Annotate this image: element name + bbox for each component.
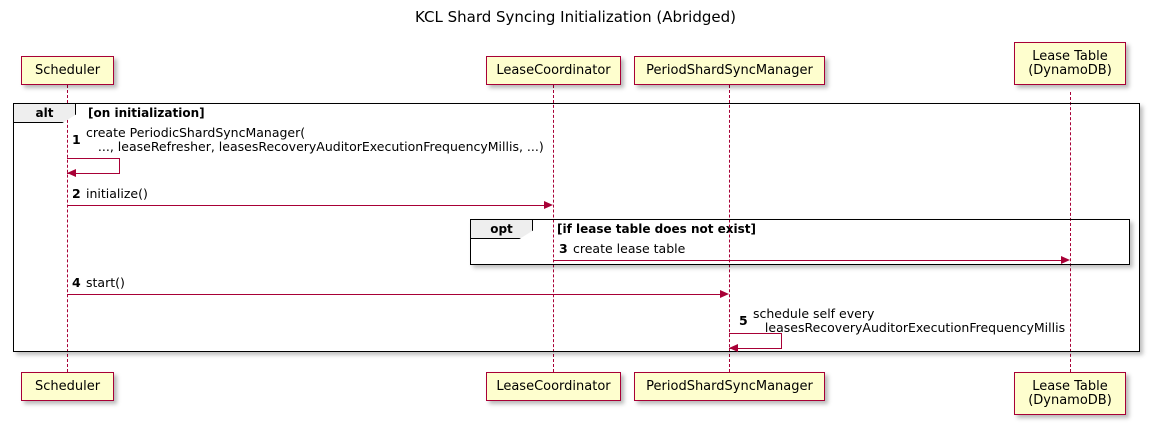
message-1-label: create PeriodicShardSyncManager( ..., le…: [86, 125, 544, 154]
participant-scheduler-bottom[interactable]: Scheduler: [21, 372, 114, 401]
message-1-arrowhead: [67, 169, 76, 177]
message-5-label: schedule self every leasesRecoveryAudito…: [753, 306, 1066, 335]
message-2-label: initialize(): [86, 186, 148, 201]
participant-label: Lease Table (DynamoDB): [1028, 378, 1112, 408]
message-4-line[interactable]: [67, 294, 720, 295]
fragment-opt: [470, 219, 1130, 265]
participant-lease-table-bottom[interactable]: Lease Table (DynamoDB): [1014, 372, 1126, 415]
message-5-self-loop[interactable]: [729, 333, 782, 349]
participant-label: LeaseCoordinator: [496, 378, 611, 394]
lifeline-lease-table: [1070, 92, 1071, 372]
fragment-opt-guard: [if lease table does not exist]: [557, 222, 757, 236]
fragment-alt: [13, 103, 1140, 352]
participant-period-shard-sync-manager-top[interactable]: PeriodShardSyncManager: [634, 56, 825, 85]
lifeline-lease-coordinator: [553, 85, 554, 372]
participant-label: Scheduler: [34, 62, 101, 78]
message-4-number: 4: [72, 275, 81, 290]
message-3-arrowhead: [1061, 256, 1070, 264]
message-3-line[interactable]: [553, 260, 1061, 261]
participant-label: LeaseCoordinator: [496, 62, 611, 78]
message-4-label: start(): [86, 275, 125, 290]
fragment-alt-keyword: alt: [14, 104, 76, 123]
message-5-arrowhead: [729, 344, 738, 352]
participant-lease-table-top[interactable]: Lease Table (DynamoDB): [1014, 42, 1126, 85]
fragment-opt-keyword: opt: [471, 220, 533, 239]
message-3-label: create lease table: [573, 241, 686, 256]
lifeline-period-shard-sync-manager: [729, 85, 730, 372]
message-5-number: 5: [739, 313, 748, 328]
message-2-line[interactable]: [67, 205, 544, 206]
participant-period-shard-sync-manager-bottom[interactable]: PeriodShardSyncManager: [634, 372, 825, 401]
message-3-number: 3: [559, 241, 568, 256]
participant-lease-coordinator-top[interactable]: LeaseCoordinator: [486, 56, 621, 85]
message-2-number: 2: [72, 186, 81, 201]
participant-scheduler-top[interactable]: Scheduler: [21, 56, 114, 85]
participant-lease-coordinator-bottom[interactable]: LeaseCoordinator: [486, 372, 621, 401]
diagram-title: KCL Shard Syncing Initialization (Abridg…: [415, 8, 736, 26]
participant-label: PeriodShardSyncManager: [646, 378, 813, 394]
lifeline-scheduler: [67, 85, 68, 372]
fragment-alt-guard: [on initialization]: [88, 106, 205, 120]
participant-label: PeriodShardSyncManager: [646, 62, 813, 78]
participant-label: Lease Table (DynamoDB): [1028, 48, 1112, 78]
message-1-self-loop[interactable]: [67, 158, 120, 174]
message-2-arrowhead: [544, 201, 553, 209]
message-4-arrowhead: [720, 290, 729, 298]
participant-label: Scheduler: [34, 378, 101, 394]
message-1-number: 1: [72, 132, 81, 147]
